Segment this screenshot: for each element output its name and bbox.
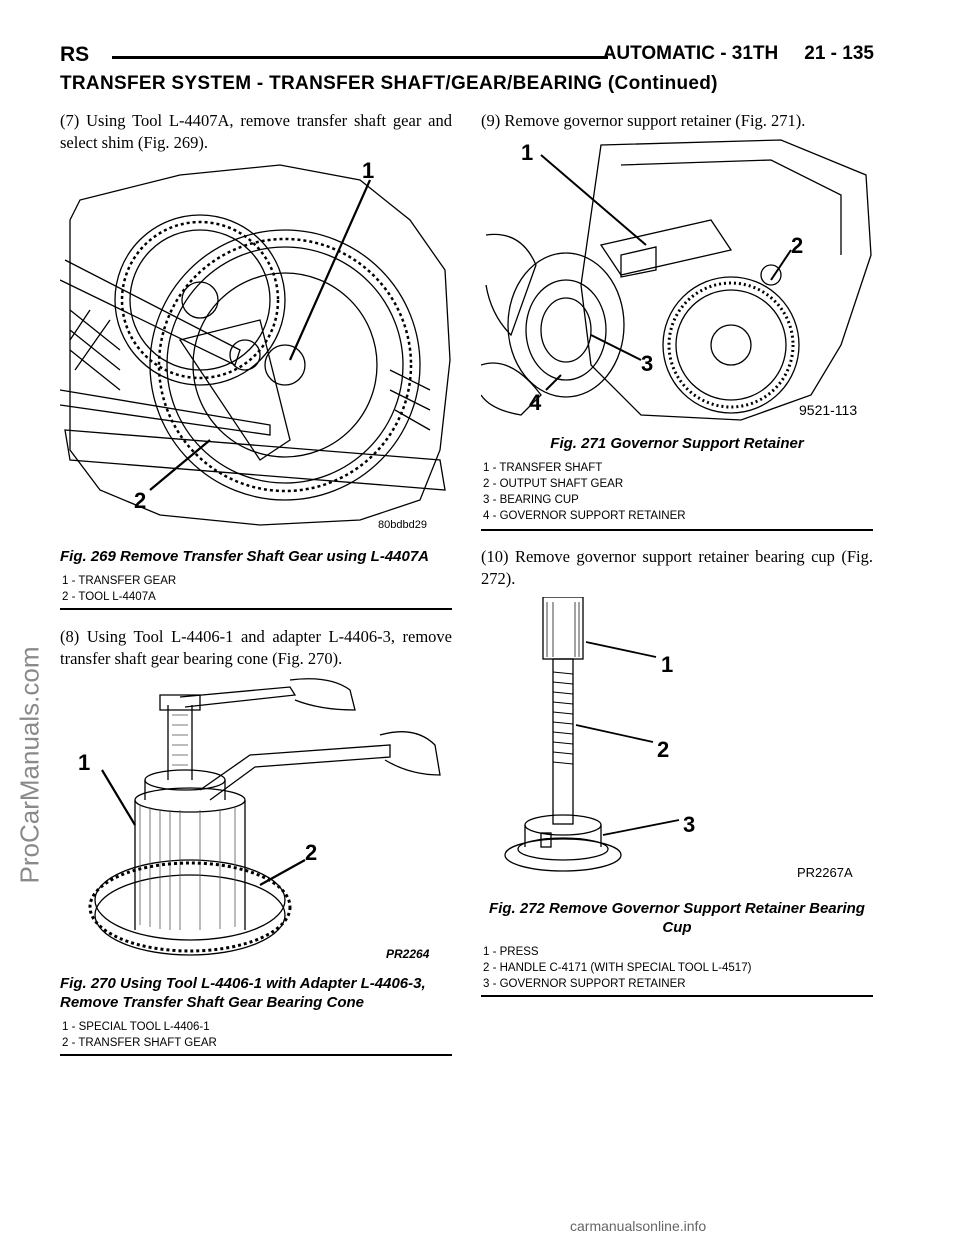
- step-7-text: (7) Using Tool L-4407A, remove transfer …: [60, 111, 452, 152]
- fig-271-legend-item: 2 - OUTPUT SHAFT GEAR: [483, 478, 624, 490]
- fig-271-callout-4: 4: [529, 390, 542, 415]
- step-8-text: (8) Using Tool L-4406-1 and adapter L-44…: [60, 627, 452, 668]
- page-number: 21 - 135: [804, 43, 874, 64]
- fig-270-callout-2: 2: [305, 840, 317, 865]
- fig-272-code: PR2267A: [797, 865, 853, 880]
- fig-269-legend-item: 1 - TRANSFER GEAR: [62, 575, 177, 587]
- footer-link[interactable]: carmanualsonline.info: [570, 1218, 707, 1234]
- section-title: TRANSFER SYSTEM - TRANSFER SHAFT/GEAR/BE…: [60, 73, 718, 94]
- fig-269-illustration: 1 2 80bdbd29: [60, 160, 451, 531]
- fig-269-rule: [60, 608, 452, 610]
- fig-270-callout-1: 1: [78, 750, 90, 775]
- fig-269-legend-item: 2 - TOOL L-4407A: [62, 591, 156, 603]
- fig-271-rule: [481, 529, 873, 531]
- fig-270-code: PR2264: [386, 947, 430, 961]
- watermark-text: ProCarManuals.com: [14, 646, 45, 884]
- fig-271-caption: Fig. 271 Governor Support Retainer: [550, 435, 804, 452]
- fig-272-legend-item: 1 - PRESS: [483, 946, 539, 958]
- step-9-text: (9) Remove governor support retainer (Fi…: [481, 111, 806, 130]
- fig-272-illustration: 1 2 3 PR2267A: [504, 597, 853, 880]
- fig-272-caption: Fig. 272 Remove Governor Support Retaine…: [489, 900, 865, 936]
- fig-272-callout-2: 2: [657, 737, 669, 762]
- fig-269-callout-1: 1: [362, 160, 374, 183]
- fig-272-callout-3: 3: [683, 812, 695, 837]
- fig-270-illustration: 1 2 PR2264: [78, 678, 441, 961]
- fig-272-legend-item: 3 - GOVERNOR SUPPORT RETAINER: [483, 978, 686, 990]
- fig-270-caption: Fig. 270 Using Tool L-4406-1 with Adapte…: [60, 975, 426, 1011]
- fig-271-callout-1: 1: [521, 140, 533, 165]
- fig-271-callout-2: 2: [791, 233, 803, 258]
- fig-270-legend-item: 1 - SPECIAL TOOL L-4406-1: [62, 1021, 210, 1033]
- chapter-title: AUTOMATIC - 31TH: [602, 43, 779, 64]
- fig-269-legend: 1 - TRANSFER GEAR 2 - TOOL L-4407A: [62, 573, 452, 605]
- step-10-text: (10) Remove governor support retainer be…: [481, 547, 873, 588]
- fig-271-legend-item: 3 - BEARING CUP: [483, 494, 579, 506]
- fig-272-callout-1: 1: [661, 652, 673, 677]
- fig-271-legend: 1 - TRANSFER SHAFT 2 - OUTPUT SHAFT GEAR…: [483, 460, 873, 524]
- watermark: ProCarManuals.com: [10, 515, 50, 1015]
- fig-271-legend-item: 1 - TRANSFER SHAFT: [483, 462, 603, 474]
- fig-270-legend-item: 2 - TRANSFER SHAFT GEAR: [62, 1037, 217, 1049]
- fig-270-rule: [60, 1054, 452, 1056]
- header-right: AUTOMATIC - 31TH 21 - 135: [603, 43, 874, 65]
- header-rule: [112, 56, 608, 59]
- fig-271-illustration: 1 2 3 4 9521-113: [481, 139, 872, 421]
- fig-271-callout-3: 3: [641, 351, 653, 376]
- fig-271-legend-item: 4 - GOVERNOR SUPPORT RETAINER: [483, 510, 686, 522]
- fig-271-code: 9521-113: [799, 402, 857, 418]
- fig-269-code: 80bdbd29: [378, 519, 427, 531]
- fig-269-callout-2: 2: [134, 488, 146, 513]
- fig-272-rule: [481, 995, 873, 997]
- fig-269-caption: Fig. 269 Remove Transfer Shaft Gear usin…: [60, 548, 430, 565]
- fig-272-legend-item: 2 - HANDLE C-4171 (WITH SPECIAL TOOL L-4…: [483, 962, 752, 974]
- fig-270-legend: 1 - SPECIAL TOOL L-4406-1 2 - TRANSFER S…: [62, 1019, 452, 1051]
- fig-272-legend: 1 - PRESS 2 - HANDLE C-4171 (WITH SPECIA…: [483, 944, 873, 992]
- manual-code: RS: [60, 43, 90, 66]
